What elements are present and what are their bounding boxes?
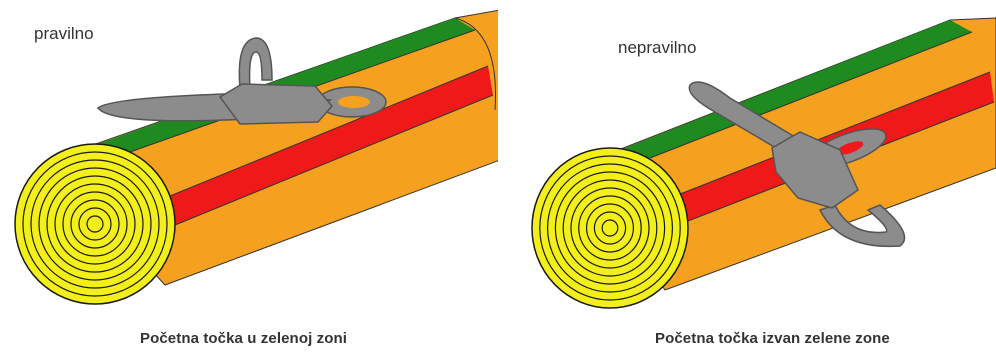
title-correct: pravilno bbox=[34, 24, 94, 44]
caption-correct: Početna točka u zelenoj zoni bbox=[140, 330, 347, 347]
saw-engine bbox=[220, 84, 332, 124]
saw-handle bbox=[239, 38, 272, 88]
log-correct bbox=[15, 10, 500, 304]
panel-correct bbox=[15, 10, 500, 304]
log-end-face bbox=[15, 144, 175, 304]
panel-incorrect bbox=[532, 18, 996, 308]
log-end-face bbox=[532, 148, 688, 308]
title-incorrect: nepravilno bbox=[618, 38, 696, 58]
caption-incorrect: Početna točka izvan zelene zone bbox=[655, 330, 890, 347]
log-incorrect bbox=[532, 18, 996, 308]
